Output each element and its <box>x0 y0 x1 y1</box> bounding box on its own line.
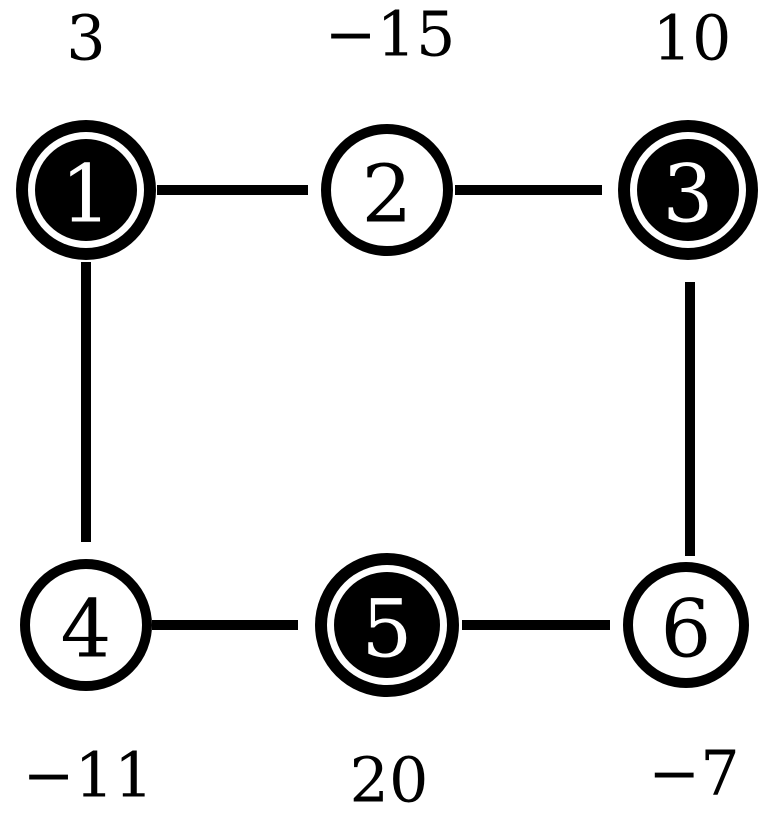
node-5-label: 5 <box>362 583 413 676</box>
node-1: 1 <box>16 120 156 260</box>
node-1-weight: 3 <box>66 2 105 75</box>
node-4: 4 <box>20 559 152 691</box>
node-3-weight: 10 <box>653 2 732 75</box>
node-2-weight: −15 <box>325 0 456 71</box>
node-3-label: 3 <box>663 148 714 241</box>
node-6: 6 <box>623 562 749 688</box>
node-5-weight: 20 <box>350 744 429 814</box>
node-3: 3 <box>618 120 758 260</box>
node-2-label: 2 <box>362 148 413 241</box>
node-4-label: 4 <box>61 583 112 676</box>
node-6-label: 6 <box>661 583 712 676</box>
node-5: 5 <box>315 553 459 697</box>
node-4-weight: −11 <box>23 739 154 812</box>
node-6-weight: −7 <box>648 737 739 810</box>
node-1-label: 1 <box>61 148 112 241</box>
node-2: 2 <box>321 124 453 256</box>
